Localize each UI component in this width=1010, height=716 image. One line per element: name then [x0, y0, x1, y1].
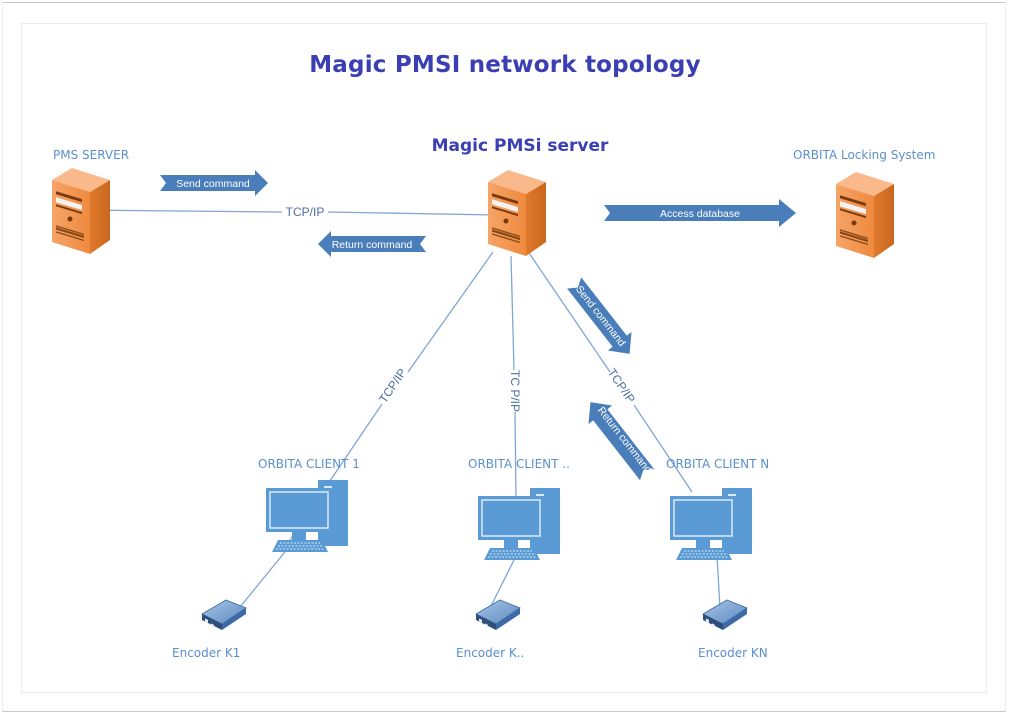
- client1-label: ORBITA CLIENT 1: [258, 457, 360, 471]
- client2-computer-icon: [477, 487, 561, 561]
- client2-link-label: TC P/IP: [508, 370, 522, 412]
- client1-link-top: [407, 251, 494, 373]
- pms-server-icon: [52, 168, 110, 254]
- encoder1-label: Encoder K1: [172, 646, 241, 660]
- clientn-link-top: [526, 249, 611, 373]
- encoder2-label: Encoder K..: [456, 646, 525, 660]
- pms-link-right: [327, 211, 497, 216]
- locking-server-icon: [836, 172, 894, 258]
- pms-link-label: TCP/IP: [286, 205, 325, 219]
- locking-system-label: ORBITA Locking System: [793, 148, 936, 162]
- clientn-link-label: TCP/IP: [605, 366, 638, 406]
- client-send-text: Send command: [573, 283, 628, 348]
- client-return-text: Return command: [595, 405, 654, 476]
- central-server-label: Magic PMSi server: [431, 136, 609, 156]
- encodern-link: [716, 555, 721, 609]
- clientn-link-bottom: [633, 404, 693, 493]
- client-return-arrow: [588, 402, 655, 481]
- client2-label: ORBITA CLIENT ..: [468, 457, 570, 471]
- pms-send-text: Send command: [176, 178, 250, 190]
- encoder2-link: [489, 555, 517, 609]
- pms-send-arrow: [160, 170, 268, 196]
- pms-return-arrow: [318, 231, 426, 257]
- clientn-label: ORBITA CLIENT N: [666, 457, 770, 471]
- pms-server-label: PMS SERVER: [53, 148, 130, 162]
- client2-link-top: [510, 255, 515, 371]
- client-send-arrow: [567, 277, 632, 354]
- encoder1-link: [235, 541, 294, 613]
- access-db-arrow: [604, 199, 796, 227]
- encodern-icon: [702, 599, 748, 631]
- access-db-text: Access database: [660, 208, 740, 220]
- pms-return-text: Return command: [332, 239, 413, 251]
- encoder1-icon: [201, 599, 247, 631]
- clientn-computer-icon: [669, 487, 753, 561]
- encoder2-icon: [475, 599, 521, 631]
- diagram-title: Magic PMSI network topology: [309, 52, 701, 78]
- connection-lines: [79, 209, 721, 613]
- client2-link-bottom: [514, 411, 517, 499]
- central-server-icon: [488, 170, 546, 256]
- canvas-frame: [21, 23, 987, 693]
- client1-computer-icon: [265, 479, 349, 553]
- client1-link-label: TCP/IP: [376, 366, 409, 406]
- pms-link-left: [79, 209, 283, 213]
- encodern-label: Encoder KN: [698, 646, 768, 660]
